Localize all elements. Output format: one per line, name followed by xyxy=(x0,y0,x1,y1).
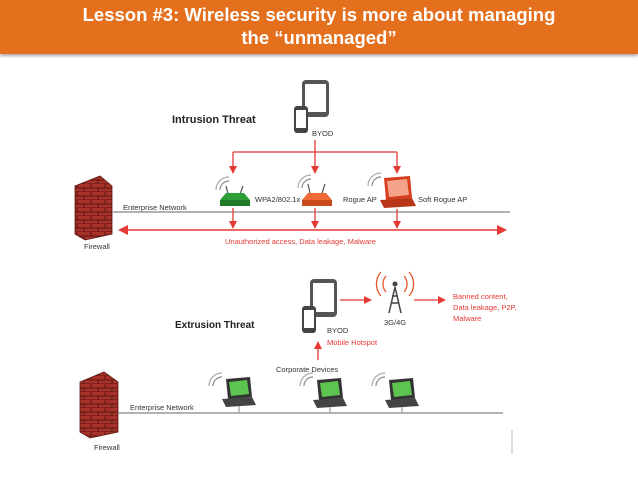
intrusion-firewall-label: Firewall xyxy=(84,242,110,251)
corporate-laptop-icon xyxy=(208,372,256,407)
extrusion-enterprise-network-label: Enterprise Network xyxy=(130,403,194,412)
extrusion-risk-line-2: Data leakage, P2P, xyxy=(453,303,517,312)
intrusion-risk-label: Unauthorized access, Data leakage, Malwa… xyxy=(225,237,376,246)
extrusion-firewall-label: Firewall xyxy=(94,443,120,452)
soft-rogue-laptop-icon xyxy=(367,172,416,208)
extrusion-firewall-icon xyxy=(79,371,119,439)
intrusion-firewall-icon xyxy=(74,175,113,241)
risk-double-arrow xyxy=(118,225,507,235)
slide-title-line-1: Lesson #3: Wireless security is more abo… xyxy=(82,4,556,25)
wpa2-access-point-icon xyxy=(215,176,250,206)
rogue-ap-label: Rogue AP xyxy=(343,195,377,204)
soft-rogue-ap-label: Soft Rogue AP xyxy=(418,195,467,204)
extrusion-risk-line-3: Malware xyxy=(453,314,481,323)
slide-title-line-2: the “unmanaged” xyxy=(241,27,397,48)
extrusion-byod-tablet-icon xyxy=(310,279,337,317)
cell-3g4g-label: 3G/4G xyxy=(384,318,406,327)
corporate-laptop-icon xyxy=(371,372,419,408)
extrusion-byod-phone-icon xyxy=(302,306,316,333)
mobile-hotspot-label: Mobile Hotspot xyxy=(327,338,378,347)
byod-tablet-icon xyxy=(302,80,329,117)
wpa2-label: WPA2/802.1x xyxy=(255,195,301,204)
byod-branch-arrows xyxy=(229,140,401,174)
cell-tower-icon xyxy=(375,271,415,314)
byod-label: BYOD xyxy=(312,129,334,138)
rogue-access-point-icon xyxy=(297,174,332,206)
byod-phone-icon xyxy=(294,106,308,133)
extrusion-threat-title: Extrusion Threat xyxy=(175,320,255,331)
corporate-devices-label: Corporate Devices xyxy=(276,365,338,374)
laptop-network-drops xyxy=(238,406,403,413)
intrusion-enterprise-network-label: Enterprise Network xyxy=(123,203,187,212)
ap-down-arrows xyxy=(229,208,401,229)
corporate-laptop-icon xyxy=(299,372,347,408)
intrusion-threat-title: Intrusion Threat xyxy=(172,114,256,126)
title-bar: Lesson #3: Wireless security is more abo… xyxy=(0,0,638,54)
extrusion-risk-line-1: Banned content, xyxy=(453,292,508,301)
extrusion-byod-label: BYOD xyxy=(327,326,349,335)
